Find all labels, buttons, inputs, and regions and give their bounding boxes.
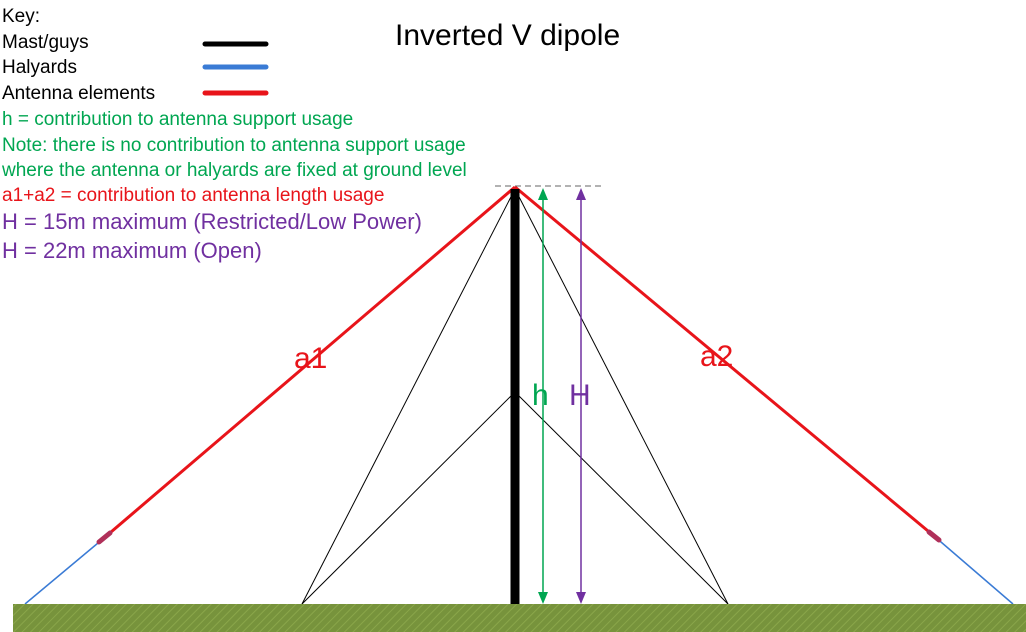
guy-wire-lower-right — [514, 391, 729, 605]
diagram-title: Inverted V dipole — [395, 19, 620, 52]
guy-wire-upper-left — [301, 188, 516, 605]
h-arrow-head-bottom — [538, 592, 548, 604]
insulator-left — [96, 530, 113, 545]
key-heading: Key: — [2, 6, 40, 27]
halyard-right — [933, 535, 1014, 605]
halyard-left — [24, 537, 105, 605]
note-ground-line1: Note: there is no contribution to antenn… — [2, 135, 466, 156]
antenna-element-a1 — [103, 185, 516, 540]
note-ground-line2: where the antenna or halyards are fixed … — [1, 160, 467, 181]
label-a2: a2 — [700, 340, 733, 373]
H-arrow-head-top — [576, 188, 586, 200]
guy-wire-upper-right — [514, 188, 729, 605]
label-a1: a1 — [294, 342, 327, 375]
H-arrow-head-bottom — [576, 592, 586, 604]
note-a1a2-definition: a1+a2 = contribution to antenna length u… — [2, 185, 384, 206]
label-H: H — [569, 379, 591, 412]
note-H-restricted: H = 15m maximum (Restricted/Low Power) — [2, 209, 422, 234]
label-h: h — [532, 379, 549, 412]
h-arrow-head-top — [538, 188, 548, 200]
antenna-element-a2 — [514, 185, 935, 538]
insulator-right — [926, 529, 942, 543]
guy-wire-lower-left — [301, 391, 516, 605]
ground — [13, 604, 1026, 632]
key-label-mast: Mast/guys — [2, 32, 89, 53]
note-H-open: H = 22m maximum (Open) — [2, 238, 262, 263]
key-label-elements: Antenna elements — [2, 83, 155, 104]
note-h-definition: h = contribution to antenna support usag… — [2, 109, 353, 130]
key-label-halyards: Halyards — [2, 57, 77, 78]
